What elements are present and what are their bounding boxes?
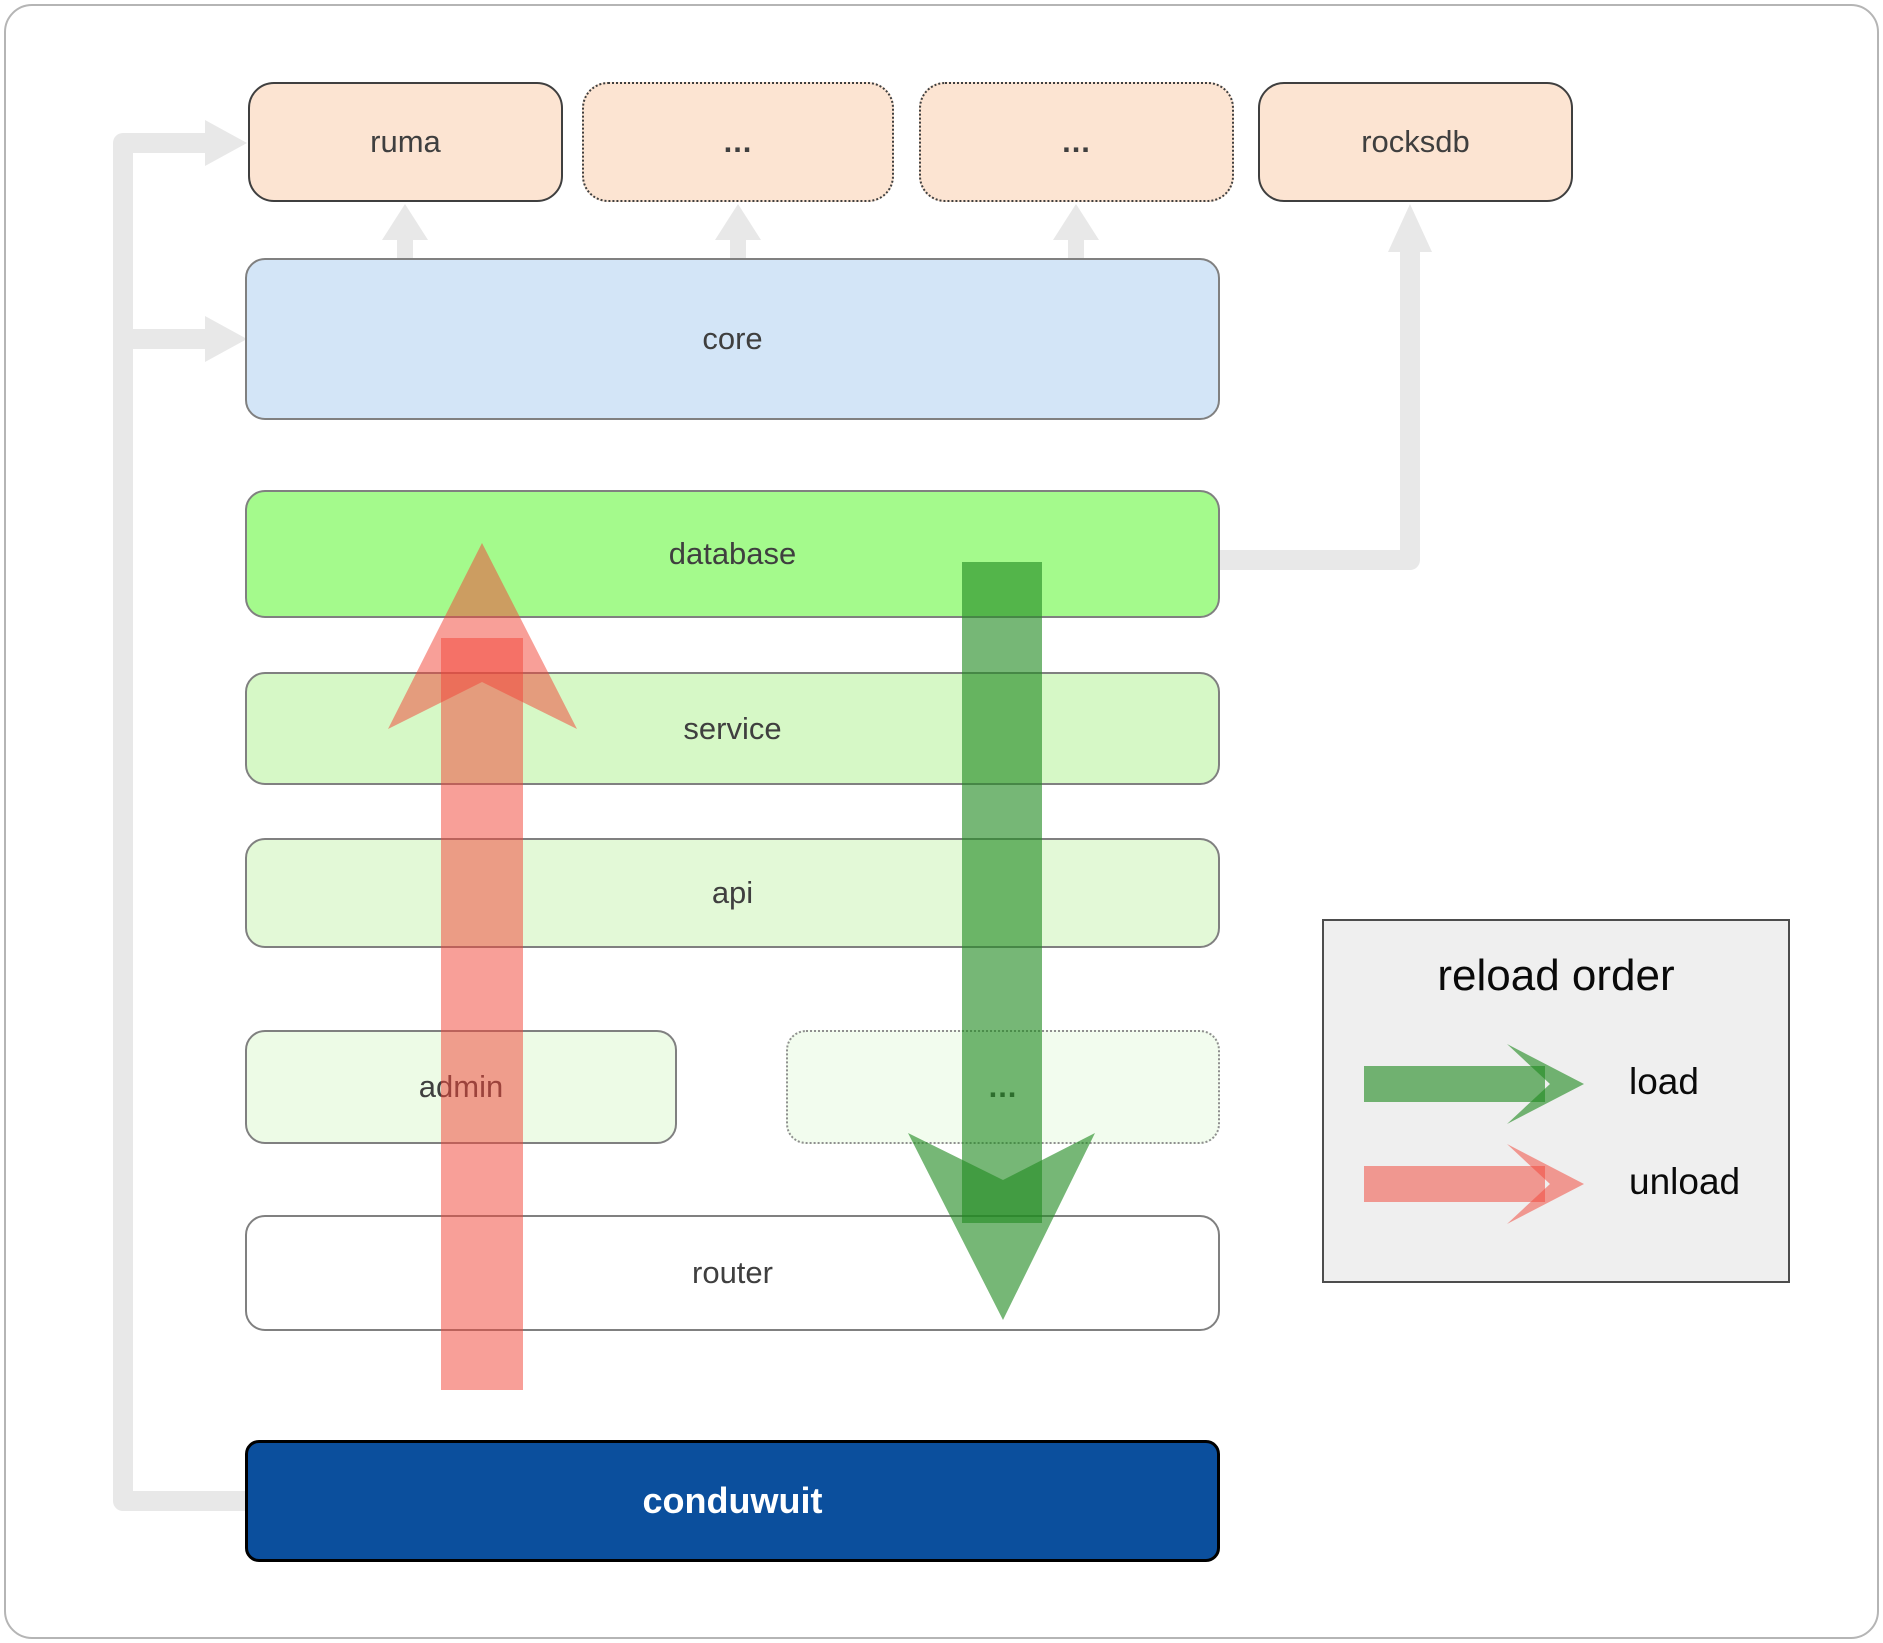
database-to-rocksdb-connector	[1220, 250, 1420, 570]
legend-title: reload order	[1437, 951, 1675, 1000]
legend-unload-arrow-head-icon	[1507, 1144, 1584, 1224]
box-router-label: router	[692, 1255, 773, 1290]
box-admin: admin	[245, 1030, 677, 1144]
box-core: core	[245, 258, 1220, 420]
box-rocksdb-label: rocksdb	[1361, 124, 1470, 159]
box-admin-label: admin	[418, 1069, 504, 1104]
box-service-label: service	[683, 710, 782, 746]
box-router: router	[245, 1215, 1220, 1331]
ruma-arrowhead-icon	[205, 120, 247, 166]
core-arrowhead-icon	[205, 316, 247, 362]
page-border	[4, 4, 1879, 1639]
box-ruma: ruma	[248, 82, 563, 202]
box-top-dots-1: ...	[582, 82, 894, 202]
box-admin-dots: ...	[786, 1030, 1220, 1144]
box-admin-dots-label: ...	[988, 1069, 1018, 1104]
box-top-dots-2: ...	[919, 82, 1234, 202]
legend-unload-arrow-shaft	[1364, 1166, 1545, 1202]
legend-load-arrow-shaft	[1364, 1066, 1545, 1102]
box-conduwuit-label: conduwuit	[642, 1480, 823, 1521]
legend-load-label: load	[1629, 1061, 1699, 1102]
legend-unload-label: unload	[1629, 1161, 1741, 1202]
rocksdb-arrowhead-icon	[1388, 204, 1432, 252]
legend-reload-order: reload order load unload	[1322, 919, 1790, 1283]
legend-load-arrow-head-icon	[1507, 1044, 1584, 1124]
box-api: api	[245, 838, 1220, 948]
box-rocksdb: rocksdb	[1258, 82, 1573, 202]
conduwuit-to-ruma-connector	[113, 133, 245, 1511]
box-top-dots-2-label: ...	[1062, 124, 1091, 159]
legend-arrows	[1364, 1044, 1584, 1224]
box-top-dots-1-label: ...	[723, 124, 753, 159]
box-database: database	[245, 490, 1220, 618]
box-conduwuit: conduwuit	[245, 1440, 1220, 1562]
box-api-label: api	[711, 875, 754, 910]
box-core-label: core	[702, 321, 763, 356]
box-ruma-label: ruma	[370, 124, 441, 159]
box-service: service	[245, 672, 1220, 785]
core-to-dots2-arrow-icon	[1053, 204, 1099, 260]
core-to-ruma-arrow-icon	[382, 204, 428, 260]
box-database-label: database	[668, 536, 797, 571]
core-to-dots1-arrow-icon	[715, 204, 761, 260]
